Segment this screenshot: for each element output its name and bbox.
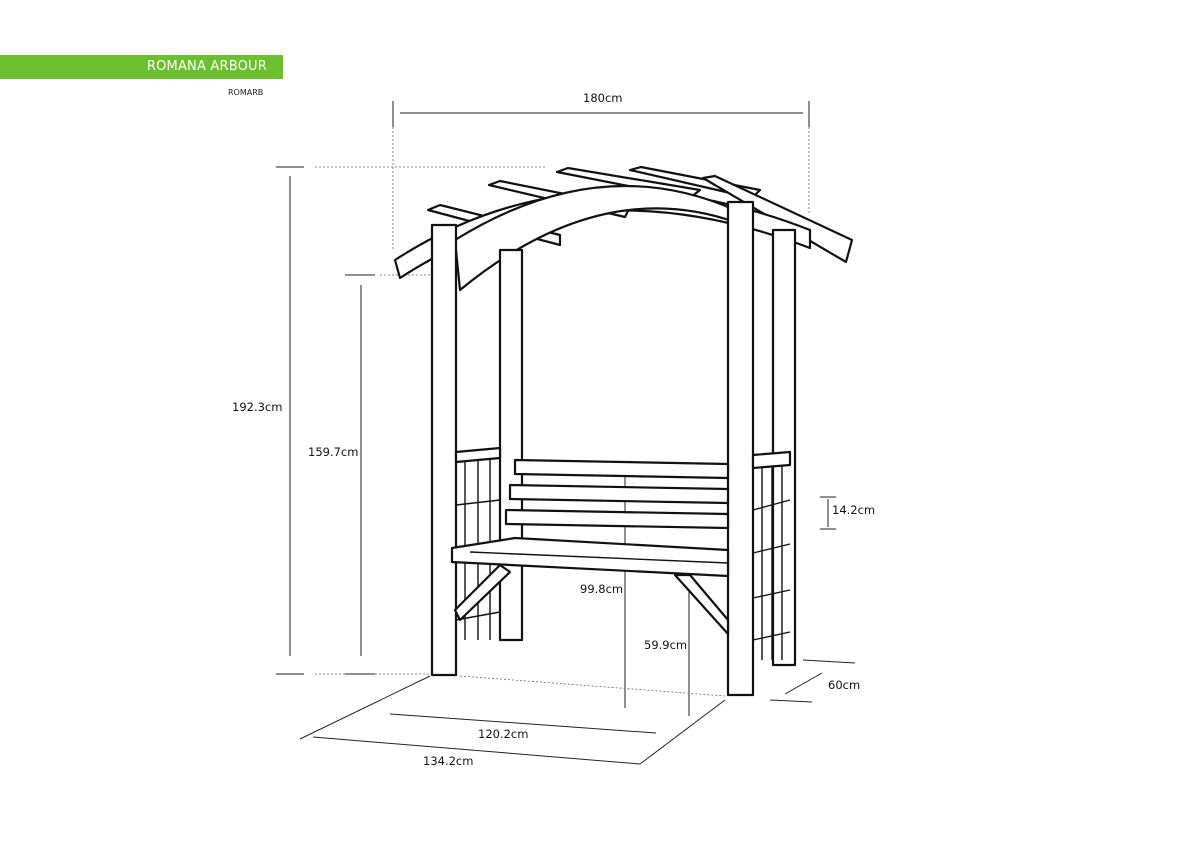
dim-inner-width: 120.2cm	[478, 727, 528, 741]
dim-height-post: 159.7cm	[308, 445, 358, 459]
dim-height-total: 192.3cm	[232, 400, 282, 414]
dimension-lines	[276, 101, 856, 765]
dim-width-top: 180cm	[583, 91, 622, 105]
title-banner: ROMANA ARBOUR	[0, 55, 283, 79]
dim-seat-height: 59.9cm	[644, 638, 687, 652]
dim-depth: 60cm	[828, 678, 860, 692]
product-title: ROMANA ARBOUR	[146, 59, 267, 74]
arbour-illustration	[393, 165, 854, 697]
product-code: ROMARB	[228, 88, 264, 97]
dim-outer-width: 134.2cm	[423, 754, 473, 768]
dim-backrest-height: 99.8cm	[580, 582, 623, 596]
dim-slat-spacing: 14.2cm	[832, 503, 875, 517]
